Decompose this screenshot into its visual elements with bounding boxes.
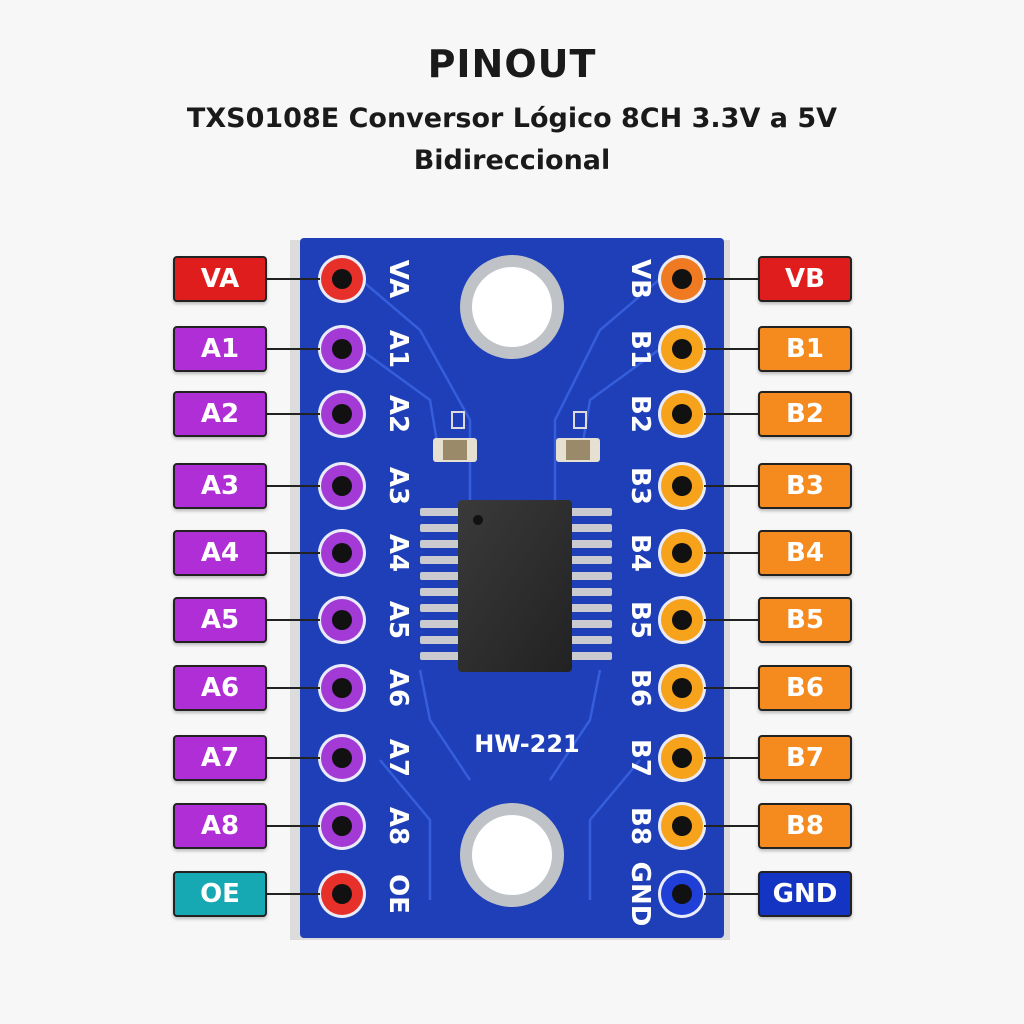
pin-label-b4: B4 <box>758 530 852 576</box>
ic-pin <box>420 636 462 644</box>
pin-label-b7: B7 <box>758 735 852 781</box>
pin-label-a4: A4 <box>173 530 267 576</box>
ic-pin <box>420 652 462 660</box>
ic-pin <box>570 540 612 548</box>
silkscreen-label-a3: A3 <box>383 467 413 505</box>
capacitor-body <box>443 440 467 460</box>
silk-marker <box>451 411 465 429</box>
ic-pin <box>570 524 612 532</box>
pin-hole <box>332 476 352 496</box>
pin-label-b2: B2 <box>758 391 852 437</box>
pcb-trace <box>379 759 432 900</box>
pin-label-b1: B1 <box>758 326 852 372</box>
ic-pin <box>420 540 462 548</box>
pin-label-a5: A5 <box>173 597 267 643</box>
ic-pin <box>570 556 612 564</box>
silkscreen-label-b5: B5 <box>625 601 655 639</box>
pin-label-a6: A6 <box>173 665 267 711</box>
pin-label-b5: B5 <box>758 597 852 643</box>
pin-hole <box>672 610 692 630</box>
silkscreen-label-b8: B8 <box>625 807 655 845</box>
pin-hole <box>672 884 692 904</box>
silkscreen-label-a1: A1 <box>383 330 413 368</box>
pin-label-b3: B3 <box>758 463 852 509</box>
ic-pin <box>420 556 462 564</box>
pin-label-va: VA <box>173 256 267 302</box>
pin-hole <box>332 748 352 768</box>
pcb-trace <box>418 669 472 781</box>
pin-hole <box>332 678 352 698</box>
silkscreen-label-a7: A7 <box>383 739 413 777</box>
silkscreen-label-a2: A2 <box>383 395 413 433</box>
silkscreen-label-gnd: GND <box>625 862 655 927</box>
pin-label-oe: OE <box>173 871 267 917</box>
ic-pin <box>420 508 462 516</box>
pin-label-b8: B8 <box>758 803 852 849</box>
ic-pin <box>570 508 612 516</box>
pin-hole <box>672 339 692 359</box>
silkscreen-label-va: VA <box>383 260 413 298</box>
pin-hole <box>332 269 352 289</box>
pin-label-a8: A8 <box>173 803 267 849</box>
silkscreen-label-b3: B3 <box>625 467 655 505</box>
silkscreen-label-b4: B4 <box>625 534 655 572</box>
pin-hole <box>332 610 352 630</box>
pin-hole <box>672 404 692 424</box>
pcb-trace <box>548 669 602 781</box>
silkscreen-label-vb: VB <box>625 259 655 299</box>
pin-label-a3: A3 <box>173 463 267 509</box>
ic-pin <box>570 588 612 596</box>
ic-pin <box>420 620 462 628</box>
silkscreen-label-a8: A8 <box>383 807 413 845</box>
pin-hole <box>332 543 352 563</box>
pin-label-a7: A7 <box>173 735 267 781</box>
silkscreen-label-a6: A6 <box>383 669 413 707</box>
silkscreen-label-a5: A5 <box>383 601 413 639</box>
pin-hole <box>332 404 352 424</box>
pin-hole <box>672 269 692 289</box>
ic-pin <box>570 572 612 580</box>
page-title: PINOUT <box>427 42 597 86</box>
pin-hole <box>332 816 352 836</box>
pin-hole <box>332 339 352 359</box>
pin-label-vb: VB <box>758 256 852 302</box>
pin-hole <box>672 476 692 496</box>
pcb-trace <box>553 278 661 500</box>
pin-hole <box>672 543 692 563</box>
ic-chip-txs0108e <box>458 500 572 672</box>
silkscreen-label-b6: B6 <box>625 669 655 707</box>
pin-hole <box>672 678 692 698</box>
ic-pin <box>420 524 462 532</box>
board-model-label: HW-221 <box>474 730 580 758</box>
pin-label-a2: A2 <box>173 391 267 437</box>
pin-hole <box>672 816 692 836</box>
mounting-hole <box>472 815 552 895</box>
silk-marker <box>573 411 587 429</box>
ic-pin <box>420 588 462 596</box>
page-subtitle: TXS0108E Conversor Lógico 8CH 3.3V a 5V … <box>186 103 838 176</box>
silkscreen-label-a4: A4 <box>383 534 413 572</box>
silkscreen-label-oe: OE <box>383 874 413 914</box>
silkscreen-label-b1: B1 <box>625 330 655 368</box>
silkscreen-label-b7: B7 <box>625 739 655 777</box>
ic-pin <box>420 604 462 612</box>
ic-pin <box>570 604 612 612</box>
pin-label-a1: A1 <box>173 326 267 372</box>
ic-pin <box>570 652 612 660</box>
silkscreen-label-b2: B2 <box>625 395 655 433</box>
pin-label-b6: B6 <box>758 665 852 711</box>
pin-label-gnd: GND <box>758 871 852 917</box>
pin-hole <box>672 748 692 768</box>
ic-pin <box>420 572 462 580</box>
ic-pin <box>570 636 612 644</box>
pcb-trace <box>588 759 641 900</box>
mounting-hole <box>472 267 552 347</box>
ic-pin1-dot <box>473 515 483 525</box>
ic-pin <box>570 620 612 628</box>
capacitor-body <box>566 440 590 460</box>
pin-hole <box>332 884 352 904</box>
